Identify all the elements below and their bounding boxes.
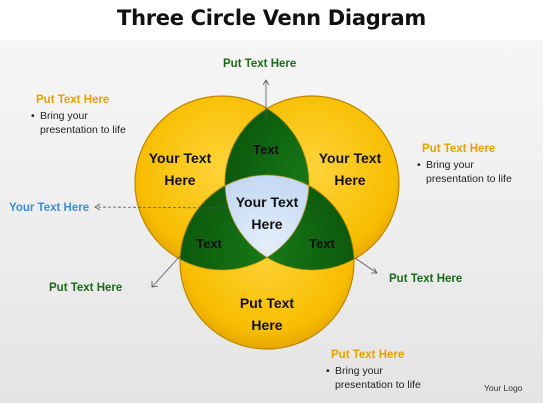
bullet-icon: • (326, 365, 330, 377)
bullet-icon: • (31, 110, 35, 122)
center-label-line1: Your Text (236, 194, 299, 210)
page-title: Three Circle Venn Diagram (117, 6, 426, 30)
bottom-circle-label-line1: Put Text (240, 295, 295, 311)
arrow-bottom-left (151, 255, 181, 288)
note-2-heading: Put Text Here (422, 143, 496, 155)
right-overlap-label: Text (309, 236, 335, 251)
note-3-text: Bring your presentation to life (335, 365, 421, 391)
note-2-text: Bring your presentation to life (426, 159, 512, 185)
right-circle-label-line1: Your Text (319, 150, 382, 166)
callout-top: Put Text Here (223, 58, 297, 70)
bullet-icon: • (417, 159, 421, 171)
bottom-circle-label-line2: Here (251, 317, 282, 333)
callout-bottom-left: Put Text Here (49, 282, 123, 294)
logo-text: Your Logo (484, 383, 523, 393)
top-overlap-label: Text (253, 142, 279, 157)
right-circle-label-line2: Here (334, 172, 365, 188)
callout-left-mid: Your Text Here (9, 202, 90, 214)
note-2-bullet: • Bring your presentation to life (417, 158, 527, 186)
center-label-line2: Here (251, 216, 282, 232)
left-overlap-label: Text (196, 236, 222, 251)
left-circle-label-line1: Your Text (149, 150, 212, 166)
note-1-bullet: • Bring your presentation to life (31, 109, 141, 137)
note-3-heading: Put Text Here (331, 349, 405, 361)
left-circle-label-line2: Here (164, 172, 195, 188)
note-3-bullet: • Bring your presentation to life (326, 364, 436, 392)
callout-bottom-right: Put Text Here (389, 273, 463, 285)
note-1-text: Bring your presentation to life (40, 110, 126, 136)
arrow-bottom-right (354, 257, 378, 274)
note-1-heading: Put Text Here (36, 94, 110, 106)
arrow-left-mid (94, 206, 227, 209)
